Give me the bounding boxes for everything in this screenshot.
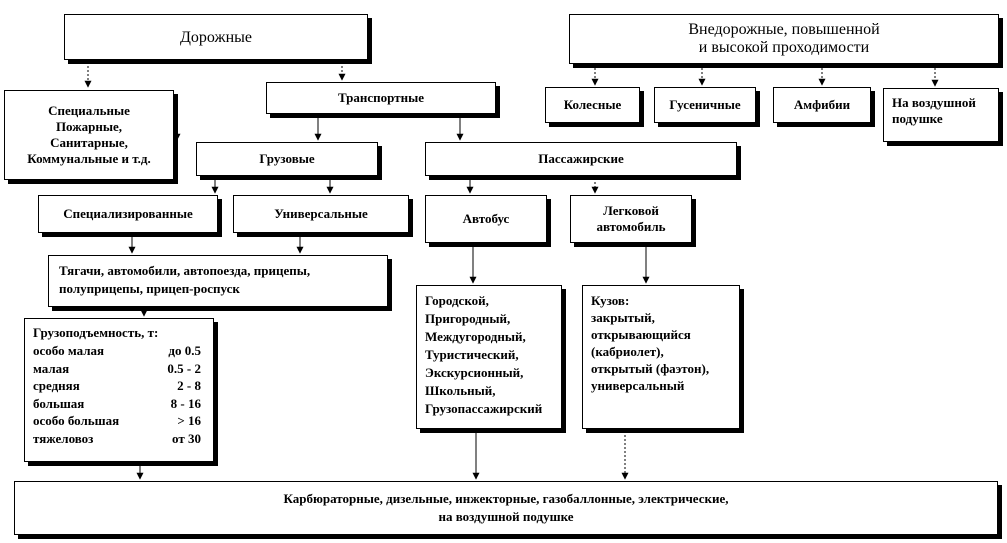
car-box: Легковой автомобиль (570, 195, 692, 243)
amphibian-label: Амфибии (793, 97, 851, 112)
aircushion-box: На воздушной подушке (883, 88, 999, 142)
capacity-class: большая (33, 395, 85, 411)
road-vehicles-label: Дорожные (180, 28, 252, 46)
wheeled-box: Колесные (545, 87, 640, 123)
car-label: Легковой автомобиль (596, 203, 666, 234)
transport-box: Транспортные (266, 82, 496, 114)
tractors-trailers-label: Тягачи, автомобили, автопоезда, прицепы,… (59, 263, 311, 296)
capacity-range: 0.5 - 2 (167, 360, 201, 376)
bus-box: Автобус (425, 195, 547, 243)
tracked-label: Гусеничные (669, 97, 741, 112)
tractors-trailers-box: Тягачи, автомобили, автопоезда, прицепы,… (48, 255, 388, 307)
capacity-class: средняя (33, 378, 80, 393)
capacity-row: малая 0.5 - 2 (33, 360, 201, 378)
capacity-class: малая (33, 360, 70, 376)
engine-types-box: Карбюраторные, дизельные, инжекторные, г… (14, 481, 998, 535)
bus-types-box: Городской, Пригородный, Междугородный, Т… (416, 285, 562, 429)
capacity-table: особо малая до 0.5 малая 0.5 - 2 средняя 2 - … (33, 342, 201, 447)
capacity-range: > 16 (177, 413, 201, 428)
capacity-row: большая 8 - 16 (33, 395, 201, 413)
capacity-range: 8 - 16 (170, 395, 201, 411)
cargo-box: Грузовые (196, 142, 378, 176)
cargo-label: Грузовые (259, 151, 315, 166)
capacity-range: до 0.5 (168, 343, 201, 358)
passenger-box: Пассажирские (425, 142, 737, 176)
body-types-label: Кузов: закрытый, открывающийся (кабриоле… (591, 293, 710, 393)
amphibian-box: Амфибии (773, 87, 871, 123)
offroad-vehicles-label: Внедорожные, повышенной и высокой проход… (688, 21, 880, 56)
specialized-box: Специализированные (38, 195, 218, 233)
capacity-class: особо малая (33, 343, 105, 358)
transport-label: Транспортные (337, 90, 424, 105)
aircushion-label: На воздушной подушке (892, 95, 976, 126)
capacity-range: 2 - 8 (177, 378, 201, 393)
universal-label: Универсальные (274, 206, 368, 221)
specialized-label: Специализированные (63, 206, 193, 221)
special-vehicles-label: Специальные Пожарные, Санитарные, Коммун… (27, 103, 151, 166)
capacity-box: Грузоподъемность, т: особо малая до 0.5 ма… (24, 318, 214, 462)
road-vehicles-box: Дорожные (64, 14, 368, 60)
universal-box: Универсальные (233, 195, 409, 233)
body-types-box: Кузов: закрытый, открывающийся (кабриоле… (582, 285, 740, 429)
capacity-class: тяжеловоз (33, 430, 94, 446)
offroad-vehicles-box: Внедорожные, повышенной и высокой проход… (569, 14, 999, 64)
passenger-label: Пассажирские (538, 151, 624, 166)
capacity-row: средняя 2 - 8 (33, 377, 201, 395)
tracked-box: Гусеничные (654, 87, 756, 123)
wheeled-label: Колесные (563, 97, 622, 112)
capacity-row: тяжеловоз от 30 (33, 430, 201, 448)
capacity-title: Грузоподъемность, т: (33, 325, 159, 340)
capacity-row: особо большая > 16 (33, 412, 201, 430)
bus-label: Автобус (462, 211, 510, 226)
capacity-range: от 30 (172, 430, 201, 446)
capacity-row: особо малая до 0.5 (33, 342, 201, 360)
engine-types-label: Карбюраторные, дизельные, инжекторные, г… (283, 491, 729, 524)
special-vehicles-box: Специальные Пожарные, Санитарные, Коммун… (4, 90, 174, 180)
capacity-class: особо большая (33, 413, 120, 428)
bus-types-label: Городской, Пригородный, Междугородный, Т… (425, 293, 543, 416)
